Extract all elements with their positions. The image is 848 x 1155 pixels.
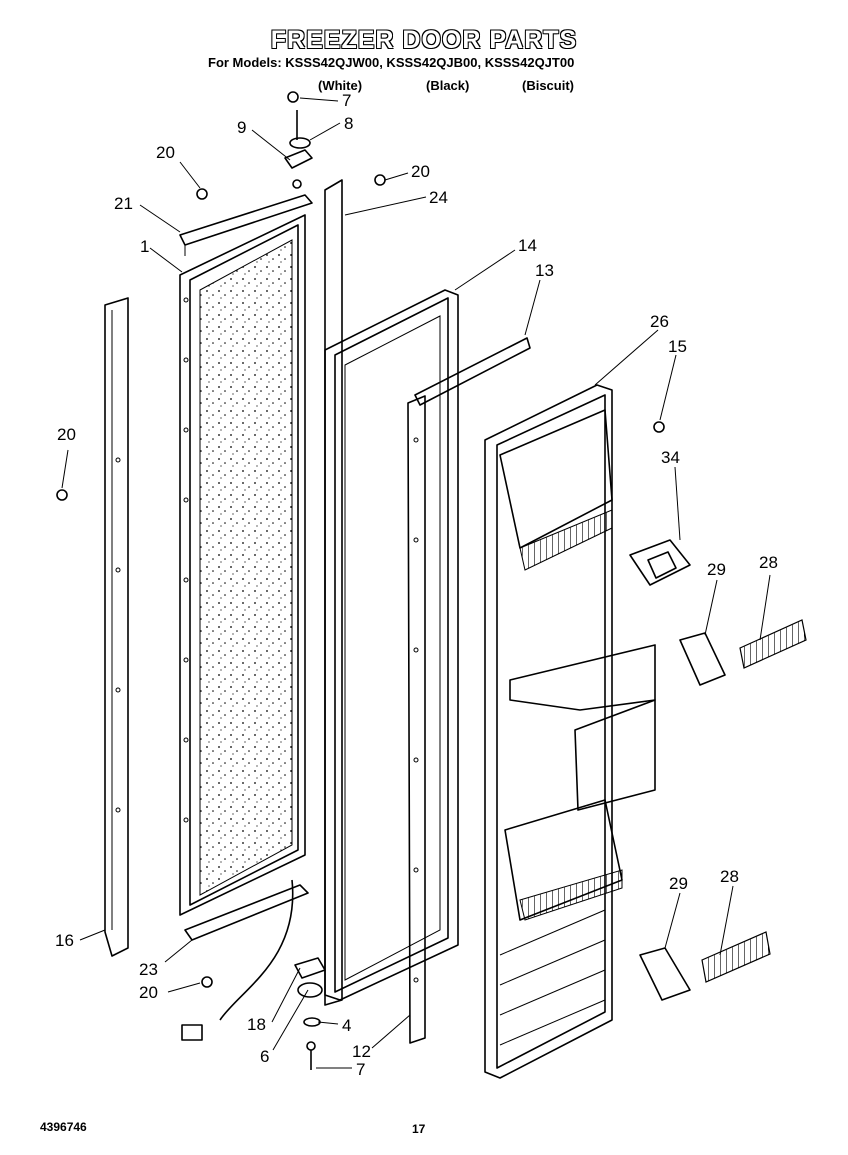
callout-29: 29 [707, 560, 726, 579]
leader-lines [61, 97, 771, 1069]
callout-18: 18 [247, 1015, 266, 1034]
callout-15: 15 [668, 337, 687, 356]
part-13-top-trim [414, 337, 531, 406]
callout-4: 4 [342, 1016, 351, 1035]
bottom-hinge-assembly [294, 957, 326, 1070]
callout-20: 20 [139, 983, 158, 1002]
part-28-grille-lower [701, 931, 771, 983]
callout-26: 26 [650, 312, 669, 331]
variant-black: (Black) [426, 78, 470, 93]
variant-white: (White) [318, 78, 363, 93]
part-16-trim-strip [104, 297, 129, 957]
callout-labels: 7 8 9 20 20 21 24 1 14 13 26 15 20 34 29… [55, 91, 778, 1079]
model-numbers: For Models: KSSS42QJW00, KSSS42QJB00, KS… [208, 55, 575, 70]
callout-13: 13 [535, 261, 554, 280]
callout-21: 21 [114, 194, 133, 213]
part-1-door-panel [179, 214, 306, 916]
callout-7: 7 [342, 91, 351, 110]
callout-20: 20 [411, 162, 430, 181]
callout-20: 20 [156, 143, 175, 162]
callout-28: 28 [720, 867, 739, 886]
part-26-door-liner [484, 384, 656, 1079]
top-hinge-assembly [284, 91, 313, 189]
callout-20: 20 [57, 425, 76, 444]
callout-9: 9 [237, 118, 246, 137]
callout-29: 29 [669, 874, 688, 893]
callout-8: 8 [344, 114, 353, 133]
callout-6: 6 [260, 1047, 269, 1066]
callout-23: 23 [139, 960, 158, 979]
callout-34: 34 [661, 448, 680, 467]
part-29-shelf-end-upper [679, 632, 726, 686]
part-29-shelf-end-lower [639, 947, 691, 1001]
wire-harness [181, 879, 294, 1041]
callout-7: 7 [356, 1060, 365, 1079]
part-23-bottom-bracket [184, 884, 309, 941]
part-14-gasket [324, 289, 459, 1001]
part-12-side-trim [407, 395, 426, 1044]
callout-28: 28 [759, 553, 778, 572]
part-24-side-strip [324, 179, 343, 1006]
variant-biscuit: (Biscuit) [522, 78, 574, 93]
screws [56, 174, 665, 988]
callout-1: 1 [140, 237, 149, 256]
callout-14: 14 [518, 236, 537, 255]
callout-16: 16 [55, 931, 74, 950]
page-number: 17 [412, 1122, 426, 1136]
part-28-grille-upper [739, 619, 807, 669]
part-34-chute [629, 539, 691, 586]
callout-24: 24 [429, 188, 448, 207]
part-21-top-bracket [179, 194, 313, 256]
page-title: FREEZER DOOR PARTS [270, 26, 578, 54]
document-number: 4396746 [40, 1120, 87, 1134]
callout-12: 12 [352, 1042, 371, 1061]
